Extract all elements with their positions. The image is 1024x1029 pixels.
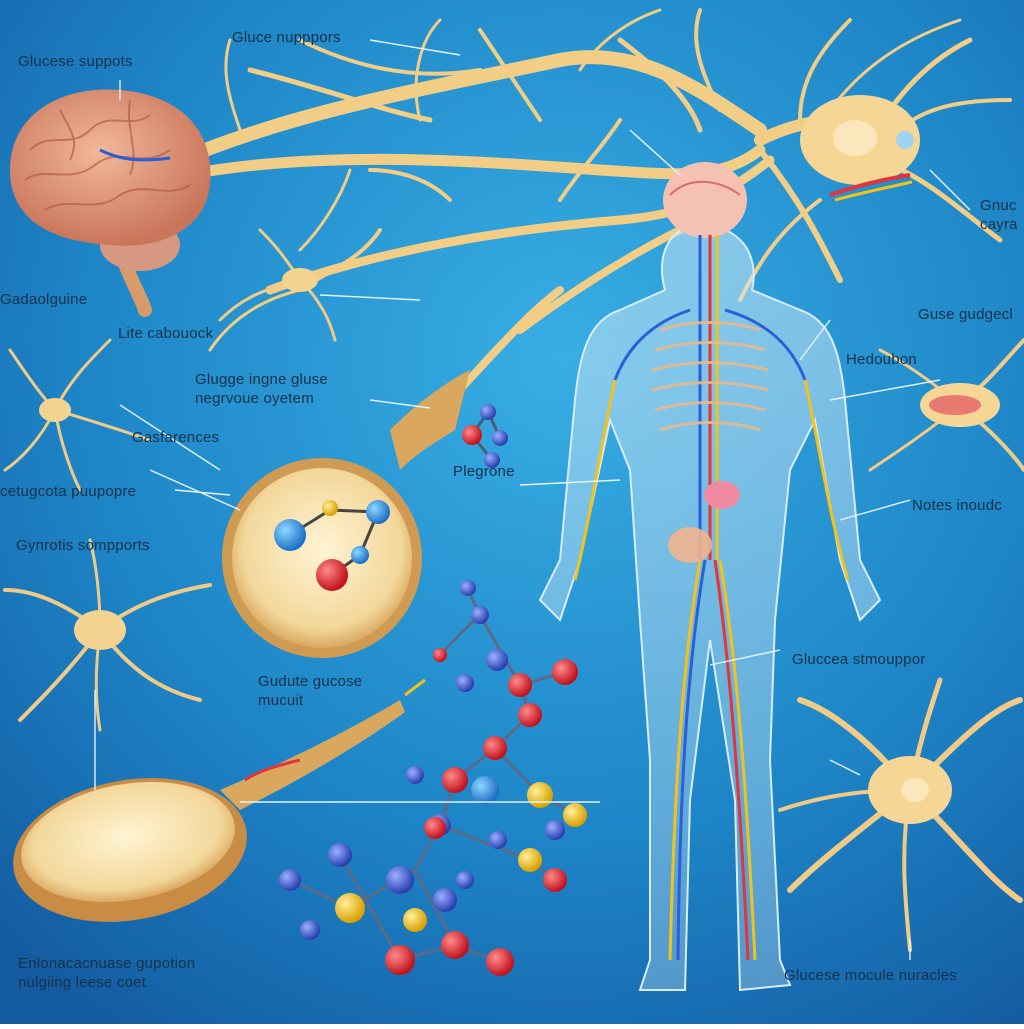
label-spoon-line2: mucuit (258, 692, 304, 709)
glucose-molecule-chain (279, 580, 587, 976)
neuron-left-bottom (3, 538, 212, 732)
label-top-center: Gluce nupppors (232, 29, 341, 46)
label-right-top: Gnuc cayra (980, 196, 1018, 234)
label-top-left: Glucese suppots (18, 53, 133, 70)
label-bottom-left-line1: Enlonacacnuase gupotion (18, 955, 196, 972)
label-bottom-left-line2: nulgiing leese coet (18, 974, 147, 991)
label-left-small: Lite cabouock (118, 325, 214, 342)
label-molecule: Plegrone (453, 463, 515, 480)
label-right-top-line1: Gnuc (980, 197, 1017, 214)
label-center-line1: Glugge ingne gluse (195, 371, 328, 388)
label-right-mid: Guse gudgecl (918, 306, 1013, 323)
label-right-lower: Notes inoudc (912, 497, 1002, 514)
label-center-line2: negrvoue oyetem (195, 390, 314, 407)
label-bottom-left: Enlonacacnuase gupotion nulgiing leese c… (18, 954, 195, 992)
human-body (538, 162, 882, 992)
sugar-grain-zoom (222, 370, 470, 658)
label-left-gyro: Gynrotis sompports (16, 537, 150, 554)
label-left-chain: Gadaolguine (0, 291, 88, 308)
brain-illustration (10, 89, 211, 317)
leader-lines (94, 39, 971, 960)
neuron-network (173, 8, 1012, 414)
label-spoon-line1: Gudute gucose (258, 673, 363, 690)
neuron-bottom-right (778, 677, 1023, 952)
sugar-spoon (13, 678, 426, 922)
cell-body-top-right (800, 95, 920, 202)
label-bottom-right: Glucese mocule nuracles (784, 967, 958, 984)
label-right-neuron: Hedoubon (846, 351, 917, 368)
label-center: Glugge ingne gluse negrvoue oyetem (195, 370, 328, 408)
label-left-mid: Gasfarences (132, 429, 220, 446)
neuron-left-top (3, 338, 152, 492)
label-left-lower: cetugcota puupopre (0, 483, 137, 500)
label-spoon: Gudute gucose mucuit (258, 672, 362, 710)
label-right-top-line2: cayra (980, 216, 1018, 233)
small-molecule (462, 404, 508, 468)
neuron-right-middle (868, 338, 1024, 472)
neuron-small-center (218, 228, 337, 342)
label-right-bottom: Gluccea stmouppor (792, 651, 926, 668)
